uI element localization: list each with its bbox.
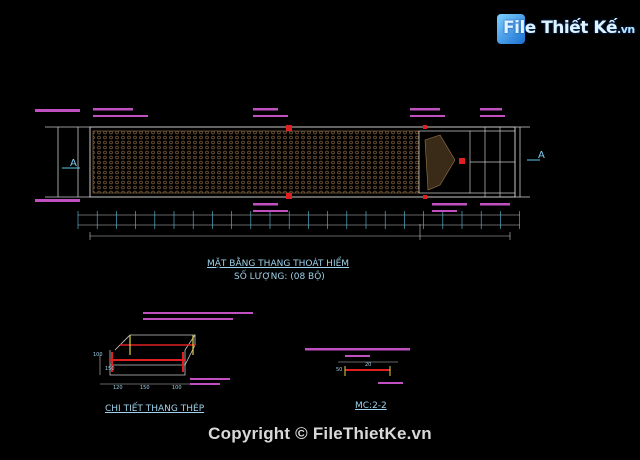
detail-dim: 150 <box>105 366 115 372</box>
section-2-2-title: MC:2-2 <box>355 401 387 411</box>
copyright-watermark: Copyright © FileThietKe.vn <box>208 424 432 443</box>
stair-plan <box>45 125 530 199</box>
steel-stair-detail-title: CHI TIẾT THANG THÉP <box>105 404 205 414</box>
filethietke-logo[interactable]: File Thiết Kế.vn <box>497 12 635 46</box>
section-2-2 <box>305 348 410 384</box>
section-dim: 50 <box>336 367 343 373</box>
plan-quantity: SỐ LƯỢNG: (08 BỘ) <box>234 272 325 282</box>
section-label-right: A <box>538 150 545 161</box>
section-label-left: A <box>70 158 77 169</box>
tread-hatch <box>92 130 420 194</box>
detail-dim: 150 <box>140 385 150 391</box>
detail-dim: 100 <box>93 352 103 358</box>
logo-brand-text: File Thiết Kế.vn <box>503 18 635 38</box>
section-dim: 20 <box>365 362 372 368</box>
plan-annotations <box>35 108 510 212</box>
logo-mark-icon <box>497 14 525 44</box>
steel-stair-detail <box>99 312 253 385</box>
dimension-lines <box>77 211 520 240</box>
detail-dim: 100 <box>172 385 182 391</box>
plan-title: MẶT BẰNG THANG THOÁT HIỂM <box>207 259 350 269</box>
detail-dim: 120 <box>113 385 123 391</box>
